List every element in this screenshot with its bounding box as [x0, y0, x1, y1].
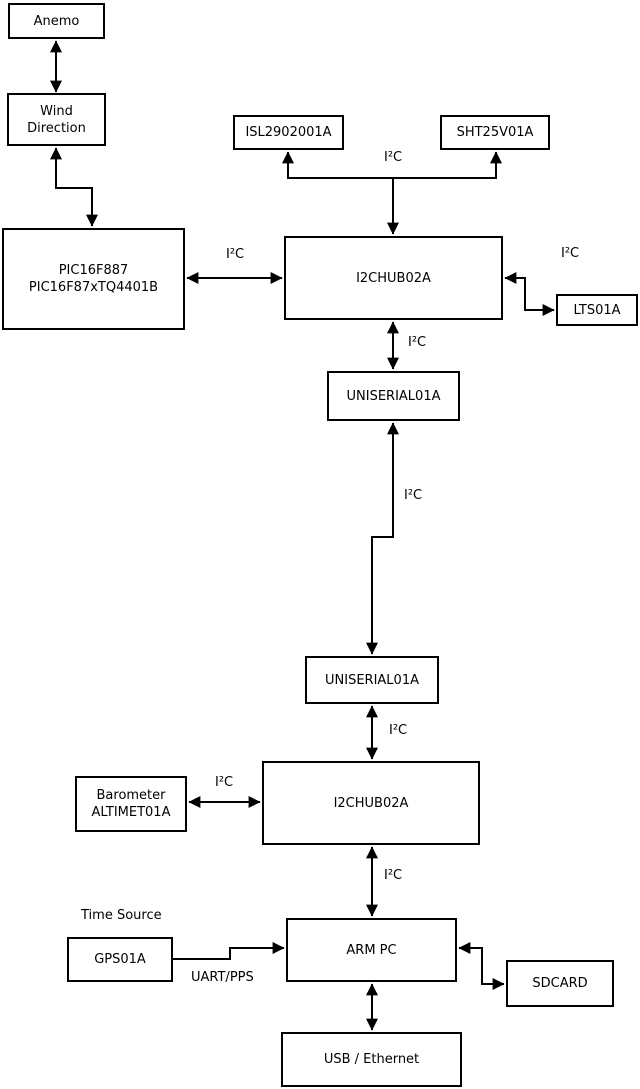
node-uniserial01a-bottom: UNISERIAL01A	[305, 656, 439, 704]
node-wind-direction: Wind Direction	[7, 93, 106, 146]
node-lts01a: LTS01A	[556, 294, 638, 326]
node-usb-ethernet-label: USB / Ethernet	[323, 1052, 420, 1067]
node-i2chub02a-top-label: I2CHUB02A	[356, 270, 431, 286]
node-uniserial01a-top: UNISERIAL01A	[327, 371, 460, 421]
node-barometer-line2: ALTIMET01A	[91, 805, 171, 820]
node-usb-ethernet: USB / Ethernet	[281, 1032, 462, 1087]
edge-armpc-sdcard	[458, 942, 505, 990]
node-barometer: Barometer ALTIMET01A	[75, 776, 187, 832]
node-sdcard: SDCARD	[506, 960, 614, 1007]
node-sht25v01a: SHT25V01A	[440, 115, 550, 150]
edge-label-i2c-isl-sht: I²C	[384, 150, 403, 165]
node-sht25v01a-label: SHT25V01A	[456, 125, 534, 140]
node-wind-direction-line2: Direction	[27, 120, 86, 136]
node-wind-direction-line1: Wind	[40, 103, 73, 119]
node-i2chub02a-top: I2CHUB02A	[284, 236, 503, 320]
node-i2chub02a-bottom-label: I2CHUB02A	[333, 795, 409, 811]
edge-gps-armpc	[173, 942, 285, 960]
edge-label-i2c-hub1-uniserial1: I²C	[408, 335, 427, 350]
edge-label-i2c-pic-hub1: I²C	[226, 247, 245, 262]
node-uniserial01a-bottom-label: UNISERIAL01A	[325, 672, 419, 688]
node-isl2902001a-label: ISL2902001A	[245, 125, 332, 140]
edge-label-i2c-hub1-lts: I²C	[561, 246, 580, 261]
edge-wind-pic	[50, 147, 98, 227]
edge-label-i2c-hub2-armpc: I²C	[384, 868, 403, 883]
node-anemo-label: Anemo	[33, 13, 80, 29]
edge-label-time-source: Time Source	[81, 908, 162, 923]
node-pic: PIC16F887 PIC16F87xTQ4401B	[2, 228, 185, 330]
node-arm-pc: ARM PC	[286, 918, 457, 982]
node-gps01a-label: GPS01A	[94, 952, 146, 967]
edge-label-i2c-uniserial2-hub2: I²C	[389, 723, 408, 738]
edge-label-uart-pps: UART/PPS	[191, 970, 254, 985]
node-uniserial01a-top-label: UNISERIAL01A	[346, 388, 441, 404]
node-arm-pc-label: ARM PC	[346, 942, 397, 958]
node-anemo: Anemo	[8, 3, 105, 39]
node-barometer-line1: Barometer	[96, 788, 166, 803]
edge-uniserial-link	[366, 422, 399, 655]
edge-label-i2c-barometer-hub2: I²C	[215, 775, 234, 790]
node-lts01a-label: LTS01A	[573, 302, 621, 318]
node-gps01a: GPS01A	[67, 937, 173, 982]
edge-hub1-lts	[504, 272, 555, 316]
node-isl2902001a: ISL2902001A	[233, 115, 344, 150]
node-sdcard-label: SDCARD	[532, 976, 588, 991]
node-pic-line1: PIC16F887	[58, 263, 129, 278]
edge-label-i2c-uniserial-link: I²C	[404, 488, 423, 503]
node-pic-line2: PIC16F87xTQ4401B	[28, 280, 159, 295]
node-i2chub02a-bottom: I2CHUB02A	[262, 761, 480, 845]
